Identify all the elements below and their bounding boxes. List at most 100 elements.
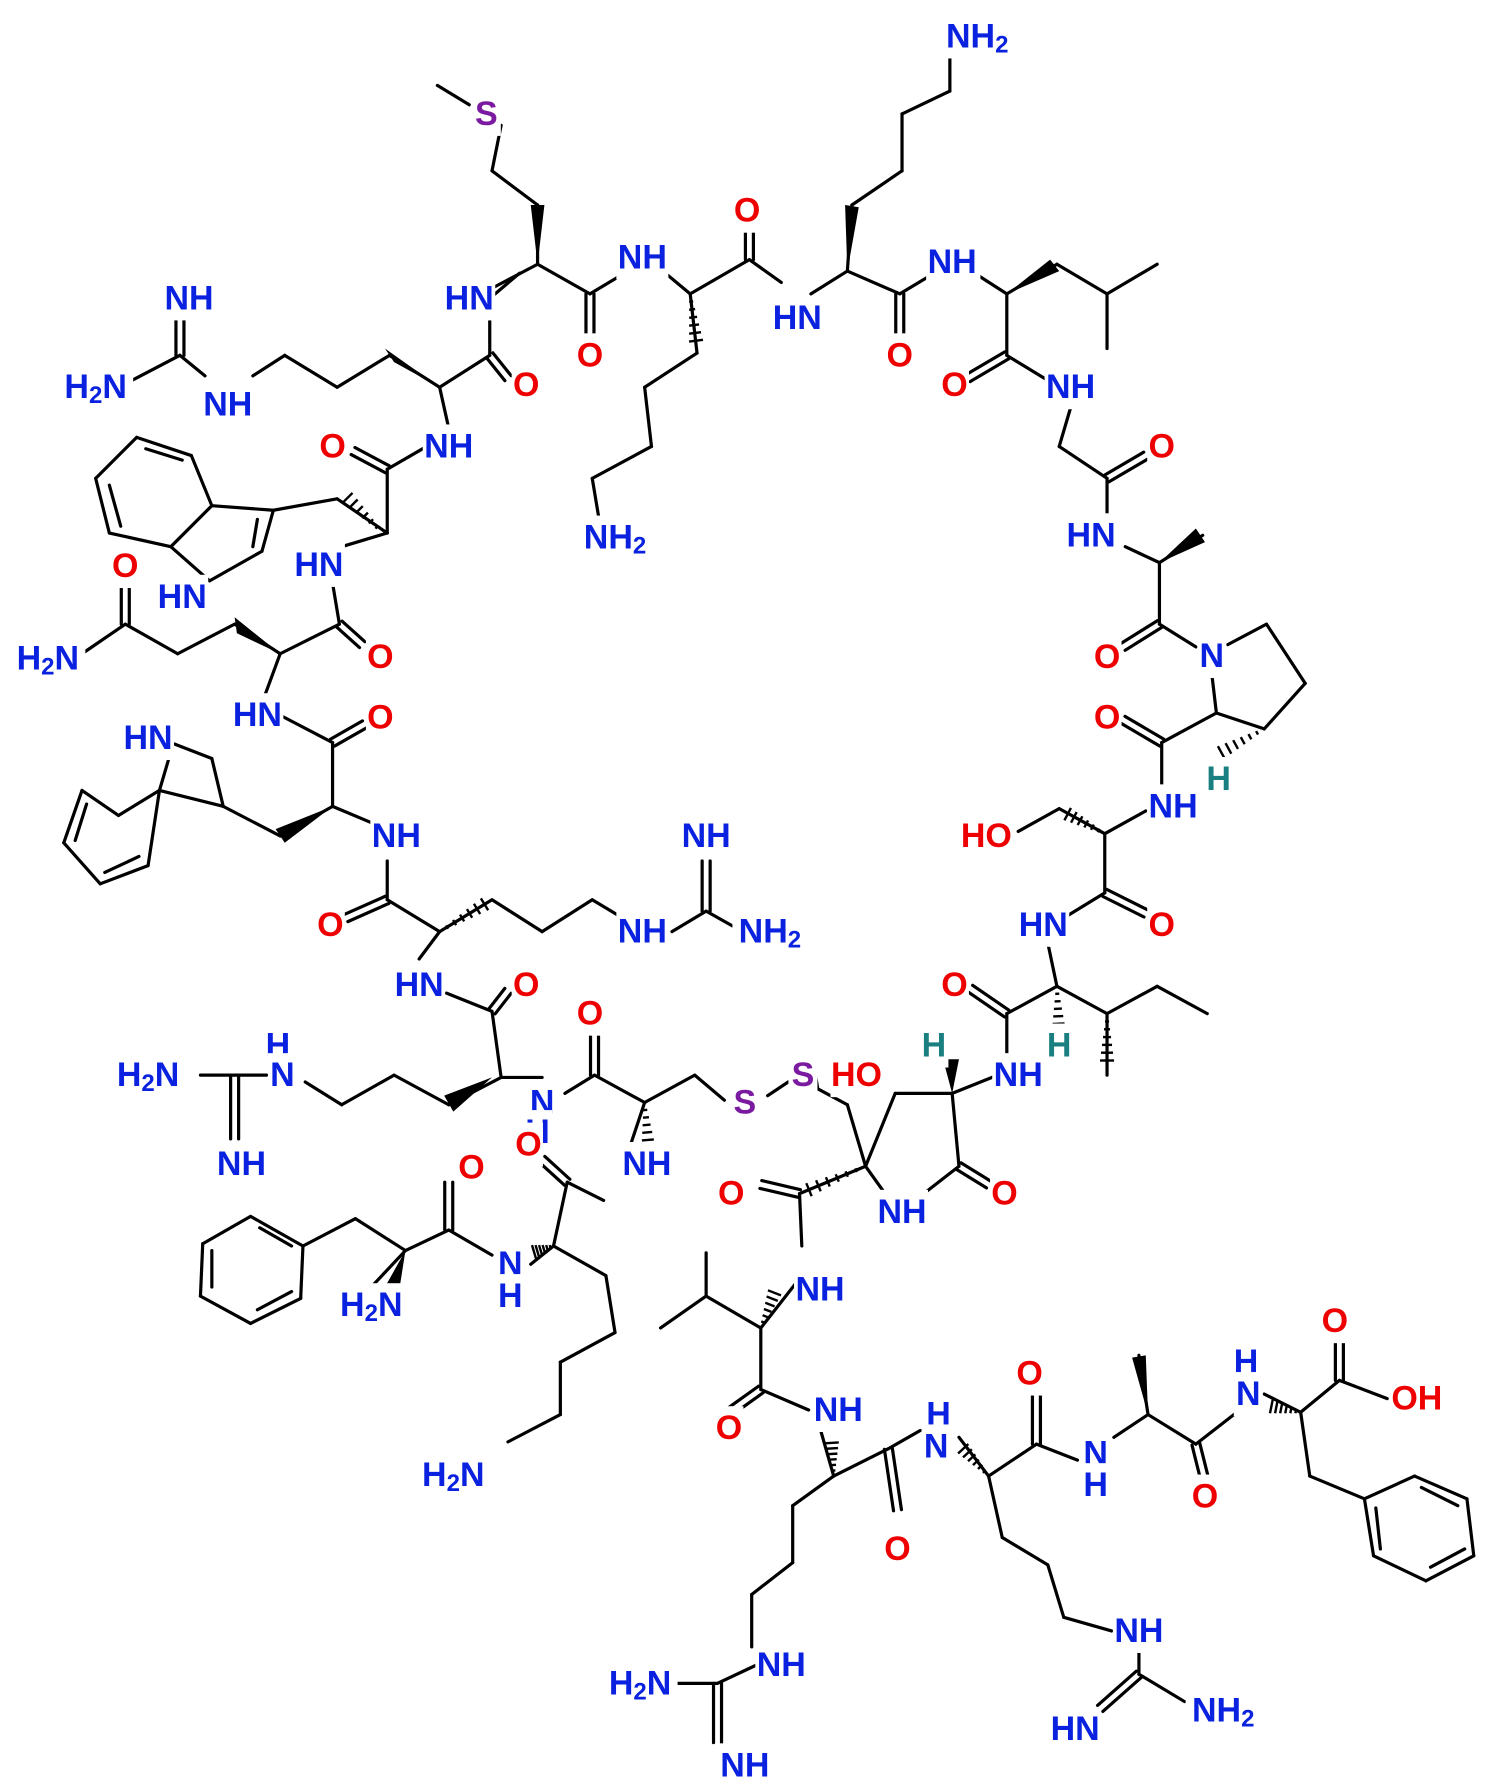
atom-label-s1: S [792,1056,815,1094]
double-bond [1104,887,1150,912]
atom-label-nh_cys: NH [622,1145,671,1183]
atom-label-n_guan_left: N [270,1056,295,1094]
single-bond [303,1080,344,1107]
wedge-bond [234,617,281,654]
single-bond [818,1426,836,1478]
hashed-bond [445,897,490,930]
single-bond [1362,1474,1417,1501]
hashed-bond [1063,807,1101,833]
single-bond [886,1428,922,1451]
single-bond [251,517,259,549]
atom-label-hn_lys2: HN [773,299,822,337]
single-bond [80,622,127,656]
atom-label-nh_guan_top_b: NH [203,385,252,423]
atom-label-nh_guan_b1b: NH [720,1746,769,1784]
single-bond [558,1330,617,1364]
atom-label-o_gly: O [1148,427,1174,465]
single-bond [563,1073,597,1095]
atom-label-o_arg4: O [884,1530,910,1568]
atom-label-o_cys: O [577,995,603,1033]
hashed-bond [957,1443,987,1474]
single-bond [832,1447,890,1478]
single-bond [198,1294,253,1326]
atom-label-o_arg_top: O [513,366,539,404]
atom-label-h2n_lys_bot: H2N [422,1456,484,1497]
single-bond [1057,807,1107,836]
double-bond [959,1161,993,1183]
atom-label-n_pro: N [1200,637,1225,675]
single-bond [1374,1506,1382,1551]
single-bond [1226,622,1269,647]
double-bond [340,619,367,644]
atom-label-nh_ser: NH [1149,787,1198,825]
single-bond [950,1073,1000,1095]
single-bond [198,1242,205,1298]
single-bond [189,453,214,508]
atom-label-h2n_guan_top: H2N [64,368,126,409]
single-bond [255,1289,294,1312]
atom-label-o_ala: O [1094,638,1120,676]
single-bond [658,1294,708,1330]
single-bond [688,292,699,355]
single-bond [845,269,902,296]
single-bond [1005,984,1059,1016]
atom-label-hn_met: HN [445,279,494,317]
single-bond [1062,1615,1114,1633]
atom-label-n_arg5: N [924,1427,949,1465]
double-bond [328,719,365,741]
single-bond [301,1217,357,1248]
single-bond [766,1080,790,1098]
single-bond [392,1073,451,1107]
single-bond [747,258,783,285]
atom-label-hn_ala: HN [1067,516,1116,554]
double-bond [346,901,391,924]
wedge-bond [943,1059,959,1094]
double-bond [493,991,513,1016]
atom-label-hn_ile: HN [1019,906,1068,944]
single-bond [403,1228,451,1253]
single-bond [590,444,654,480]
single-bond [490,898,544,934]
double-bond [1101,894,1146,919]
single-bond [178,353,207,378]
atom-label-nh_top1: NH [618,238,667,276]
single-bond [258,1226,294,1248]
single-bond [506,1412,562,1444]
double-bond [491,351,513,378]
atom-label-o_gln: O [367,638,393,676]
single-bond [1264,622,1307,685]
atom-label-o_pro: O [1094,699,1120,737]
single-bond [797,1191,804,1248]
wedge-bond [845,205,859,272]
single-bond [1194,1410,1239,1446]
hashed-bond [824,1441,839,1472]
double-bond [335,625,362,650]
atom-label-o_cooh: O [1322,1302,1348,1340]
atom-label-oh_cooh: OH [1391,1380,1442,1418]
double-bond [485,356,507,383]
single-bond [169,740,214,761]
double-bond [343,894,388,916]
double-bond [353,445,391,468]
single-bond [340,531,389,549]
double-bond [760,1178,803,1192]
atom-label-o_ala2: O [1016,1355,1042,1393]
hashed-bond [530,1244,552,1259]
single-bond [604,1274,617,1335]
atom-label-h_pro: H [1206,760,1231,798]
atom-label-h_phe: H [498,1277,523,1315]
single-bond [271,497,339,512]
atom-label-nh_ile: NH [994,1056,1043,1094]
single-bond [1057,444,1109,480]
wedge-bond [384,1250,406,1294]
atom-label-o_ile: O [941,966,967,1004]
atom-label-nh2_guan_mid: NH2 [739,913,801,954]
single-bond [262,652,282,699]
single-bond [447,1228,494,1257]
single-bond [62,841,102,886]
single-bond [435,83,471,107]
double-bond [487,986,507,1011]
atom-label-nh_gly: NH [1046,368,1095,406]
atom-label-o_gln_side: O [112,547,138,585]
single-bond [900,89,952,116]
